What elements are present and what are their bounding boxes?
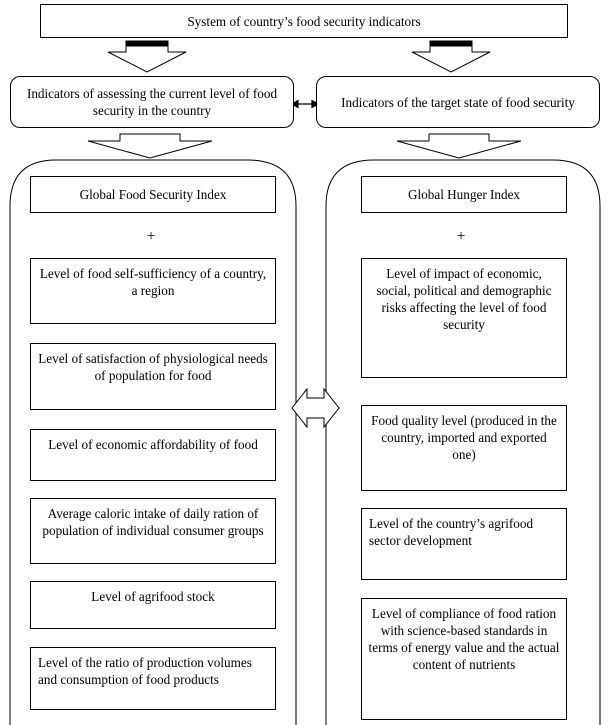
left-plus-sign: + xyxy=(146,228,156,245)
header-arrow-left xyxy=(87,133,213,159)
left-item-text: Level of agrifood stock xyxy=(91,589,215,604)
left-item-text: Average caloric intake of daily ration o… xyxy=(42,506,264,538)
right-item-text: Level of impact of economic, social, pol… xyxy=(376,266,552,332)
columns-double-arrow xyxy=(291,387,340,429)
right-item-text: Food quality level (produced in the coun… xyxy=(371,413,557,462)
global-food-security-index: Global Food Security Index xyxy=(79,187,227,202)
left-item-box: Average caloric intake of daily ration o… xyxy=(30,498,276,564)
left-header-text: Indicators of assessing the current leve… xyxy=(26,86,278,118)
left-item-box: Level of food self-sufficiency of a coun… xyxy=(30,258,276,324)
right-column-container xyxy=(325,159,601,725)
title-arrow-left xyxy=(107,40,187,73)
right-item-box: Level of impact of economic, social, pol… xyxy=(361,258,567,378)
right-item-box: Level of compliance of food ration with … xyxy=(361,598,567,720)
right-item-text: Level of the country’s agrifood sector d… xyxy=(369,516,534,548)
left-index-box: Global Food Security Index xyxy=(30,176,276,213)
title-arrow-right xyxy=(411,40,491,73)
right-item-box: Food quality level (produced in the coun… xyxy=(361,405,567,491)
right-header-text: Indicators of the target state of food s… xyxy=(341,94,575,110)
header-arrow-right xyxy=(396,133,522,159)
headers-double-arrow xyxy=(290,99,320,109)
left-item-box: Level of satisfaction of physiological n… xyxy=(30,343,276,410)
left-item-text: Level of satisfaction of physiological n… xyxy=(38,351,268,383)
global-hunger-index: Global Hunger Index xyxy=(407,187,521,202)
left-header-box: Indicators of assessing the current leve… xyxy=(10,76,294,128)
right-header-box: Indicators of the target state of food s… xyxy=(316,76,600,128)
title-box: System of country’s food security indica… xyxy=(40,4,568,38)
left-column-container xyxy=(9,159,297,725)
left-item-box: Level of the ratio of production volumes… xyxy=(30,647,276,710)
left-item-box: Level of agrifood stock xyxy=(30,581,276,629)
right-index-box: Global Hunger Index xyxy=(361,176,567,213)
left-item-text: Level of food self-sufficiency of a coun… xyxy=(39,266,267,298)
left-item-box: Level of economic affordability of food xyxy=(30,429,276,481)
diagram-title: System of country’s food security indica… xyxy=(187,13,421,29)
right-plus-sign: + xyxy=(456,228,466,245)
right-item-box: Level of the country’s agrifood sector d… xyxy=(361,508,567,580)
left-item-text: Level of economic affordability of food xyxy=(48,437,258,452)
left-item-text: Level of the ratio of production volumes… xyxy=(38,655,252,687)
right-item-text: Level of compliance of food ration with … xyxy=(368,606,560,672)
